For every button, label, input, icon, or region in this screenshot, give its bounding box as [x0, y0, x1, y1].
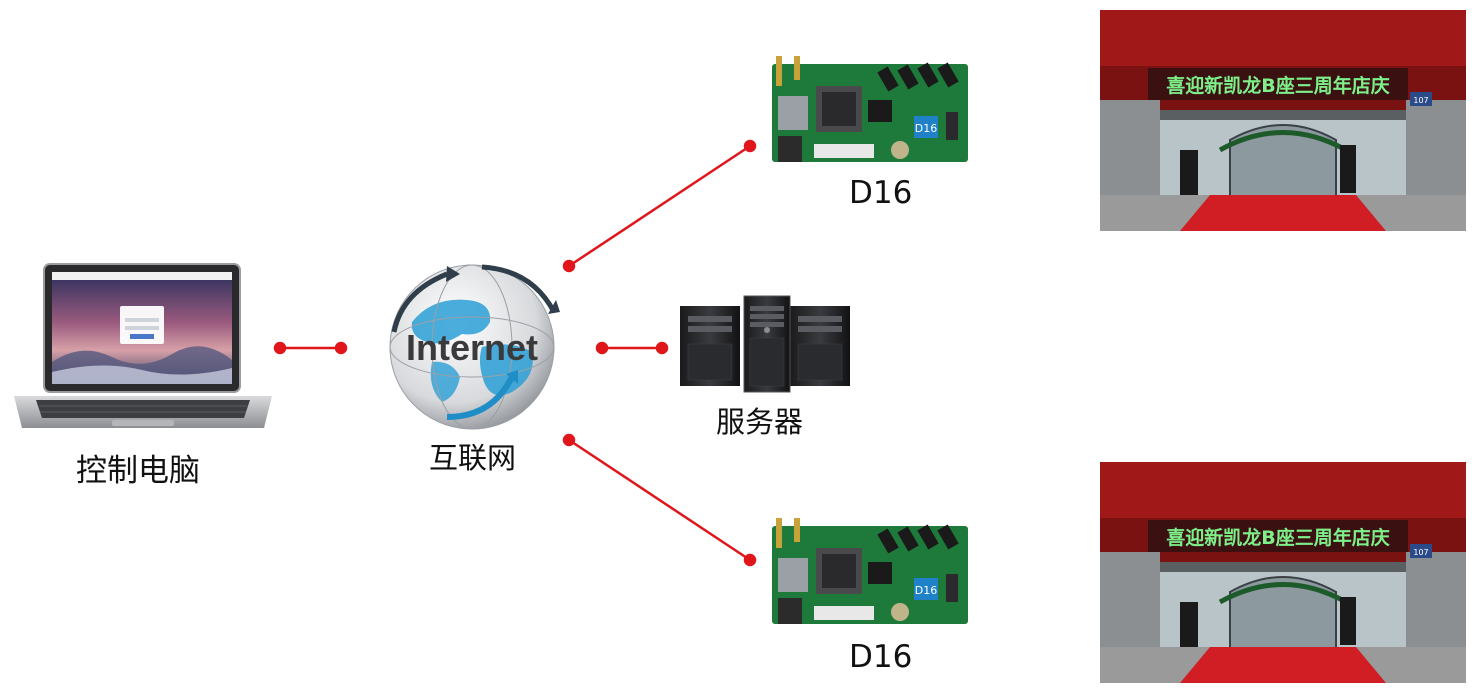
computer-label: 控制电脑: [76, 453, 200, 489]
door-plate-top: 107: [1413, 96, 1428, 105]
link-internet-card-bottom: [568, 438, 751, 562]
server-icon: [678, 294, 854, 394]
door-plate-bottom: 107: [1413, 548, 1428, 557]
link-dot: [334, 341, 348, 355]
link-dot: [743, 553, 757, 567]
card-top-label: D16: [849, 175, 913, 211]
link-dot: [595, 341, 609, 355]
internet-globe-icon: Internet: [372, 252, 572, 442]
control-card-top-image: D16: [764, 56, 970, 168]
control-card-bottom-image: D16: [764, 518, 970, 630]
led-sign-photo-top: 喜迎新凯龙B座三周年店庆 107: [1100, 10, 1466, 231]
card-bottom-label: D16: [849, 639, 913, 675]
led-sign-text-top: 喜迎新凯龙B座三周年店庆: [1166, 74, 1389, 97]
link-dot: [562, 259, 576, 273]
internet-label: 互联网: [429, 441, 517, 475]
card-top-chip-text: D16: [915, 122, 937, 135]
globe-text: Internet: [406, 327, 538, 368]
link-dot: [273, 341, 287, 355]
link-dot: [655, 341, 669, 355]
server-label: 服务器: [716, 405, 804, 439]
card-bottom-chip-text: D16: [915, 584, 937, 597]
led-sign-text-bottom: 喜迎新凯龙B座三周年店庆: [1166, 526, 1389, 549]
led-sign-photo-bottom: 喜迎新凯龙B座三周年店庆 107: [1100, 462, 1466, 683]
laptop-icon: [12, 262, 274, 434]
link-dot: [743, 139, 757, 153]
link-dot: [562, 433, 576, 447]
link-internet-card-top: [568, 144, 751, 268]
